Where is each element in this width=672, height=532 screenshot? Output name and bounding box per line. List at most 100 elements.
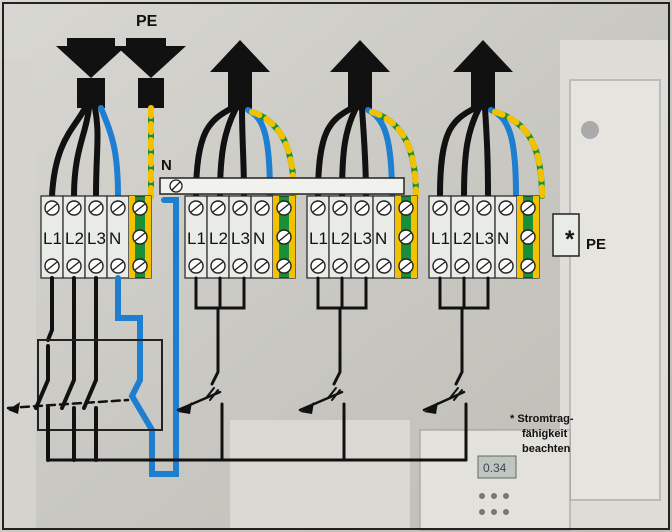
screw-icon xyxy=(188,200,204,216)
terminal-n: N xyxy=(372,195,396,279)
screw-icon xyxy=(476,258,492,274)
screw-icon xyxy=(66,258,82,274)
screw-icon xyxy=(132,200,148,216)
pe-top-label: PE xyxy=(136,13,158,30)
terminal-label: L2 xyxy=(453,229,472,248)
terminal-l3: L3 xyxy=(472,195,496,279)
terminal-label: L3 xyxy=(475,229,494,248)
terminal-label: L3 xyxy=(231,229,250,248)
screw-icon xyxy=(432,200,448,216)
screw-icon xyxy=(376,200,392,216)
note-line-3: beachten xyxy=(522,443,571,455)
pe-right-label: PE xyxy=(586,236,606,253)
arrows xyxy=(56,38,513,110)
screw-icon xyxy=(354,200,370,216)
terminal-l3: L3 xyxy=(84,195,108,279)
screw-icon xyxy=(276,258,292,274)
screw-icon xyxy=(398,200,414,216)
terminal-pe xyxy=(272,195,296,279)
screw-icon xyxy=(110,258,126,274)
screw-icon xyxy=(498,258,514,274)
screw-icon xyxy=(398,229,414,245)
neutral-busbar: N xyxy=(159,157,405,195)
screw-icon xyxy=(332,200,348,216)
screw-icon xyxy=(254,200,270,216)
terminal-n: N xyxy=(250,195,274,279)
lcd-display: 0.34 xyxy=(483,461,507,475)
terminal-label: L3 xyxy=(353,229,372,248)
terminal-n: N xyxy=(494,195,518,279)
terminal-l1: L1 xyxy=(306,195,330,279)
screw-icon xyxy=(254,258,270,274)
screw-icon xyxy=(310,258,326,274)
screw-icon xyxy=(110,200,126,216)
screw-icon xyxy=(454,258,470,274)
terminal-label: L2 xyxy=(209,229,228,248)
terminal-l2: L2 xyxy=(328,195,352,279)
screw-icon xyxy=(498,200,514,216)
note-line-2: fähigkeit xyxy=(522,428,568,440)
terminal-pe xyxy=(394,195,418,279)
screw-icon xyxy=(188,258,204,274)
screw-icon xyxy=(232,200,248,216)
terminal-label: N xyxy=(375,229,387,248)
note-line-1: * Stromtrag- xyxy=(510,413,574,425)
output-arrow-up-1 xyxy=(210,40,270,110)
supply-arrow-down xyxy=(56,38,126,108)
terminal-l3: L3 xyxy=(228,195,252,279)
terminal-l1: L1 xyxy=(428,195,452,279)
pe-end-cap: * PE xyxy=(552,213,606,257)
terminal-pe xyxy=(128,195,152,279)
screw-icon xyxy=(232,258,248,274)
screw-icon xyxy=(520,258,536,274)
screw-icon xyxy=(44,258,60,274)
screw-icon xyxy=(88,200,104,216)
supply-cables xyxy=(49,105,154,199)
terminal-label: N xyxy=(253,229,265,248)
screw-icon xyxy=(210,258,226,274)
terminal-pe xyxy=(516,195,540,279)
terminal-l2: L2 xyxy=(450,195,474,279)
terminal-label: L3 xyxy=(87,229,106,248)
terminal-l1: L1 xyxy=(184,195,208,279)
screw-icon xyxy=(210,200,226,216)
terminal-label: L2 xyxy=(331,229,350,248)
terminal-label: N xyxy=(109,229,121,248)
output-arrow-up-3 xyxy=(453,40,513,110)
screw-icon xyxy=(276,229,292,245)
terminal-label: L1 xyxy=(431,229,450,248)
screw-icon xyxy=(454,200,470,216)
screw-icon xyxy=(354,258,370,274)
terminal-l2: L2 xyxy=(62,195,86,279)
screw-icon xyxy=(332,258,348,274)
screw-icon xyxy=(88,258,104,274)
screw-icon xyxy=(520,229,536,245)
terminal-label: L1 xyxy=(187,229,206,248)
screw-icon xyxy=(432,258,448,274)
terminal-label: L2 xyxy=(65,229,84,248)
screw-icon xyxy=(66,200,82,216)
screw-icon xyxy=(520,200,536,216)
screw-icon xyxy=(476,200,492,216)
screw-icon xyxy=(132,229,148,245)
screw-icon xyxy=(276,200,292,216)
terminal-label: L1 xyxy=(309,229,328,248)
terminal-l3: L3 xyxy=(350,195,374,279)
terminal-label: L1 xyxy=(43,229,62,248)
n-bar-label: N xyxy=(161,157,172,174)
screw-icon xyxy=(310,200,326,216)
terminal-n: N xyxy=(106,195,130,279)
output-cables-3 xyxy=(437,105,545,199)
screw-icon xyxy=(398,258,414,274)
terminal-l2: L2 xyxy=(206,195,230,279)
terminal-label: N xyxy=(497,229,509,248)
screw-icon xyxy=(376,258,392,274)
capacity-note: * Stromtrag- fähigkeit beachten xyxy=(510,413,574,455)
